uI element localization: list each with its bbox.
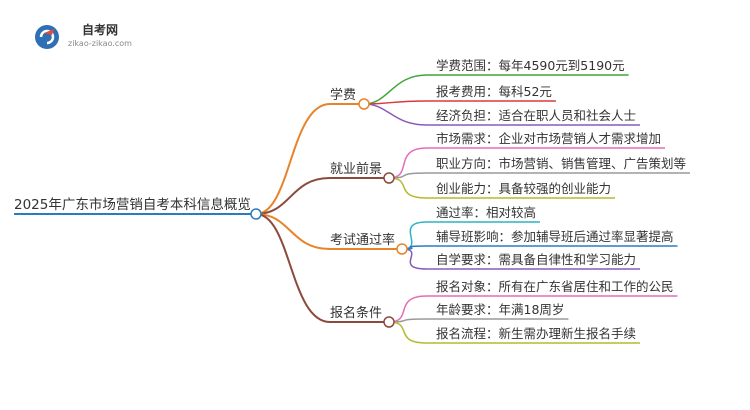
leaf-curve <box>363 103 428 126</box>
branch-curve <box>255 213 331 323</box>
leaf-label: 报名流程：新生需办理新生报名手续 <box>436 326 636 341</box>
branch-connector-dot <box>383 316 395 328</box>
leaf-label: 报名对象：所有在广东省居住和工作的公民 <box>436 279 674 294</box>
branch-connector-dot <box>383 172 395 184</box>
leaf-label: 学费范围：每年4590元到5190元 <box>436 58 625 73</box>
logo-title: 自考网 <box>82 22 118 37</box>
root-connector-dot <box>250 208 262 220</box>
leaf-label: 职业方向：市场营销、销售管理、广告策划等 <box>436 156 686 171</box>
logo-badge-icon <box>35 25 59 49</box>
branch-connector-dot <box>358 98 370 110</box>
leaf-label: 自学要求：需具备自律性和学习能力 <box>436 252 636 267</box>
leaf-label: 通过率：相对较高 <box>436 205 536 220</box>
leaf-label: 创业能力：具备较强的创业能力 <box>436 181 611 196</box>
leaf-curve <box>401 221 428 250</box>
branch-nodes: 学费 学费范围：每年4590元到5190元报考费用：每科52元经济负担：适合在职人… <box>330 58 686 341</box>
logo-accent-icon <box>44 29 54 35</box>
site-logo: 自考网 zikao-zikao.com <box>35 22 132 49</box>
leaf-curve <box>388 295 428 323</box>
branch-label: 就业前景 <box>330 161 382 177</box>
leaf-label: 报考费用：每科52元 <box>436 84 552 99</box>
leaf-curve <box>401 248 428 270</box>
branch-curve <box>255 213 331 250</box>
branch-curve <box>255 103 331 215</box>
branch-curve <box>255 177 331 215</box>
leaf-label: 市场需求：企业对市场营销人才需求增加 <box>436 131 661 146</box>
branch-label: 报名条件 <box>330 305 382 321</box>
leaf-label: 年龄要求：年满18周岁 <box>436 302 564 317</box>
leaf-label: 辅导班影响：参加辅导班后通过率显著提高 <box>436 229 674 244</box>
root-label: 2025年广东市场营销自考本科信息概览 <box>14 196 251 213</box>
leaf-label: 经济负担：适合在职人员和社会人士 <box>436 108 636 123</box>
leaf-curve <box>388 321 428 344</box>
branch-label: 学费 <box>330 87 356 103</box>
branch-label: 考试通过率 <box>330 232 395 248</box>
leaf-curve <box>388 177 428 199</box>
leaf-curve <box>363 74 428 105</box>
logo-subtitle: zikao-zikao.com <box>68 39 132 48</box>
root-node: 2025年广东市场营销自考本科信息概览 <box>14 196 256 215</box>
branch-connector-dot <box>396 243 408 255</box>
